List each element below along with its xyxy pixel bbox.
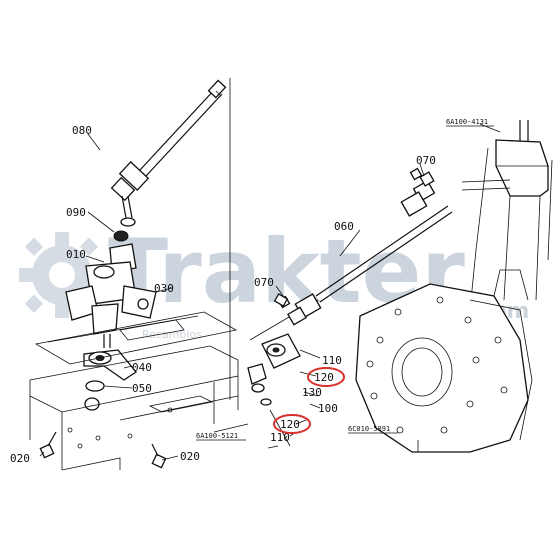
- universal-joint-upper: [110, 161, 150, 227]
- label-120-lower: 120: [280, 418, 300, 431]
- label-060: 060: [334, 220, 354, 233]
- bolt-020-left: [39, 431, 57, 459]
- label-040: 040: [132, 361, 152, 374]
- joint-090: [113, 230, 129, 242]
- highlight-120-upper: [307, 367, 345, 387]
- bolt-020-right: [151, 443, 167, 469]
- watermark-sub: Recambios: [142, 328, 202, 341]
- label-050: 050: [132, 382, 152, 395]
- label-120-upper: 120: [314, 371, 334, 384]
- gear-housing-110: [247, 333, 301, 385]
- label-100: 100: [318, 402, 338, 415]
- label-090: 090: [66, 206, 86, 219]
- label-020-left: 020: [10, 452, 30, 465]
- label-070-right: 070: [416, 154, 436, 167]
- label-070-left: 070: [254, 276, 274, 289]
- steering-column: [461, 120, 553, 311]
- bolt-070-right: [409, 167, 423, 181]
- universal-joint-right-upper: [400, 171, 436, 217]
- label-010: 010: [66, 248, 86, 261]
- label-110-lower: 110: [270, 431, 290, 444]
- bracket-030: [34, 311, 238, 365]
- label-110-upper: 110: [322, 354, 342, 367]
- spacer-parts: [251, 383, 291, 449]
- bolt-070-left: [273, 293, 289, 307]
- ref-6a100-5121: 6A100-5121: [196, 432, 238, 440]
- label-080: 080: [72, 124, 92, 137]
- label-020-right: 020: [180, 450, 200, 463]
- ref-6c010-5891: 6C010-5891: [348, 425, 390, 433]
- label-030: 030: [154, 282, 174, 295]
- nut-050: [84, 380, 105, 411]
- ref-6a100-4131: 6A100-4131: [446, 118, 488, 126]
- clutch-housing: [355, 269, 533, 453]
- base-frame: [29, 78, 239, 471]
- steering-box-010: [65, 243, 157, 348]
- steering-shaft-080: [139, 79, 227, 177]
- label-130: 130: [302, 386, 322, 399]
- highlight-120-lower: [273, 414, 311, 434]
